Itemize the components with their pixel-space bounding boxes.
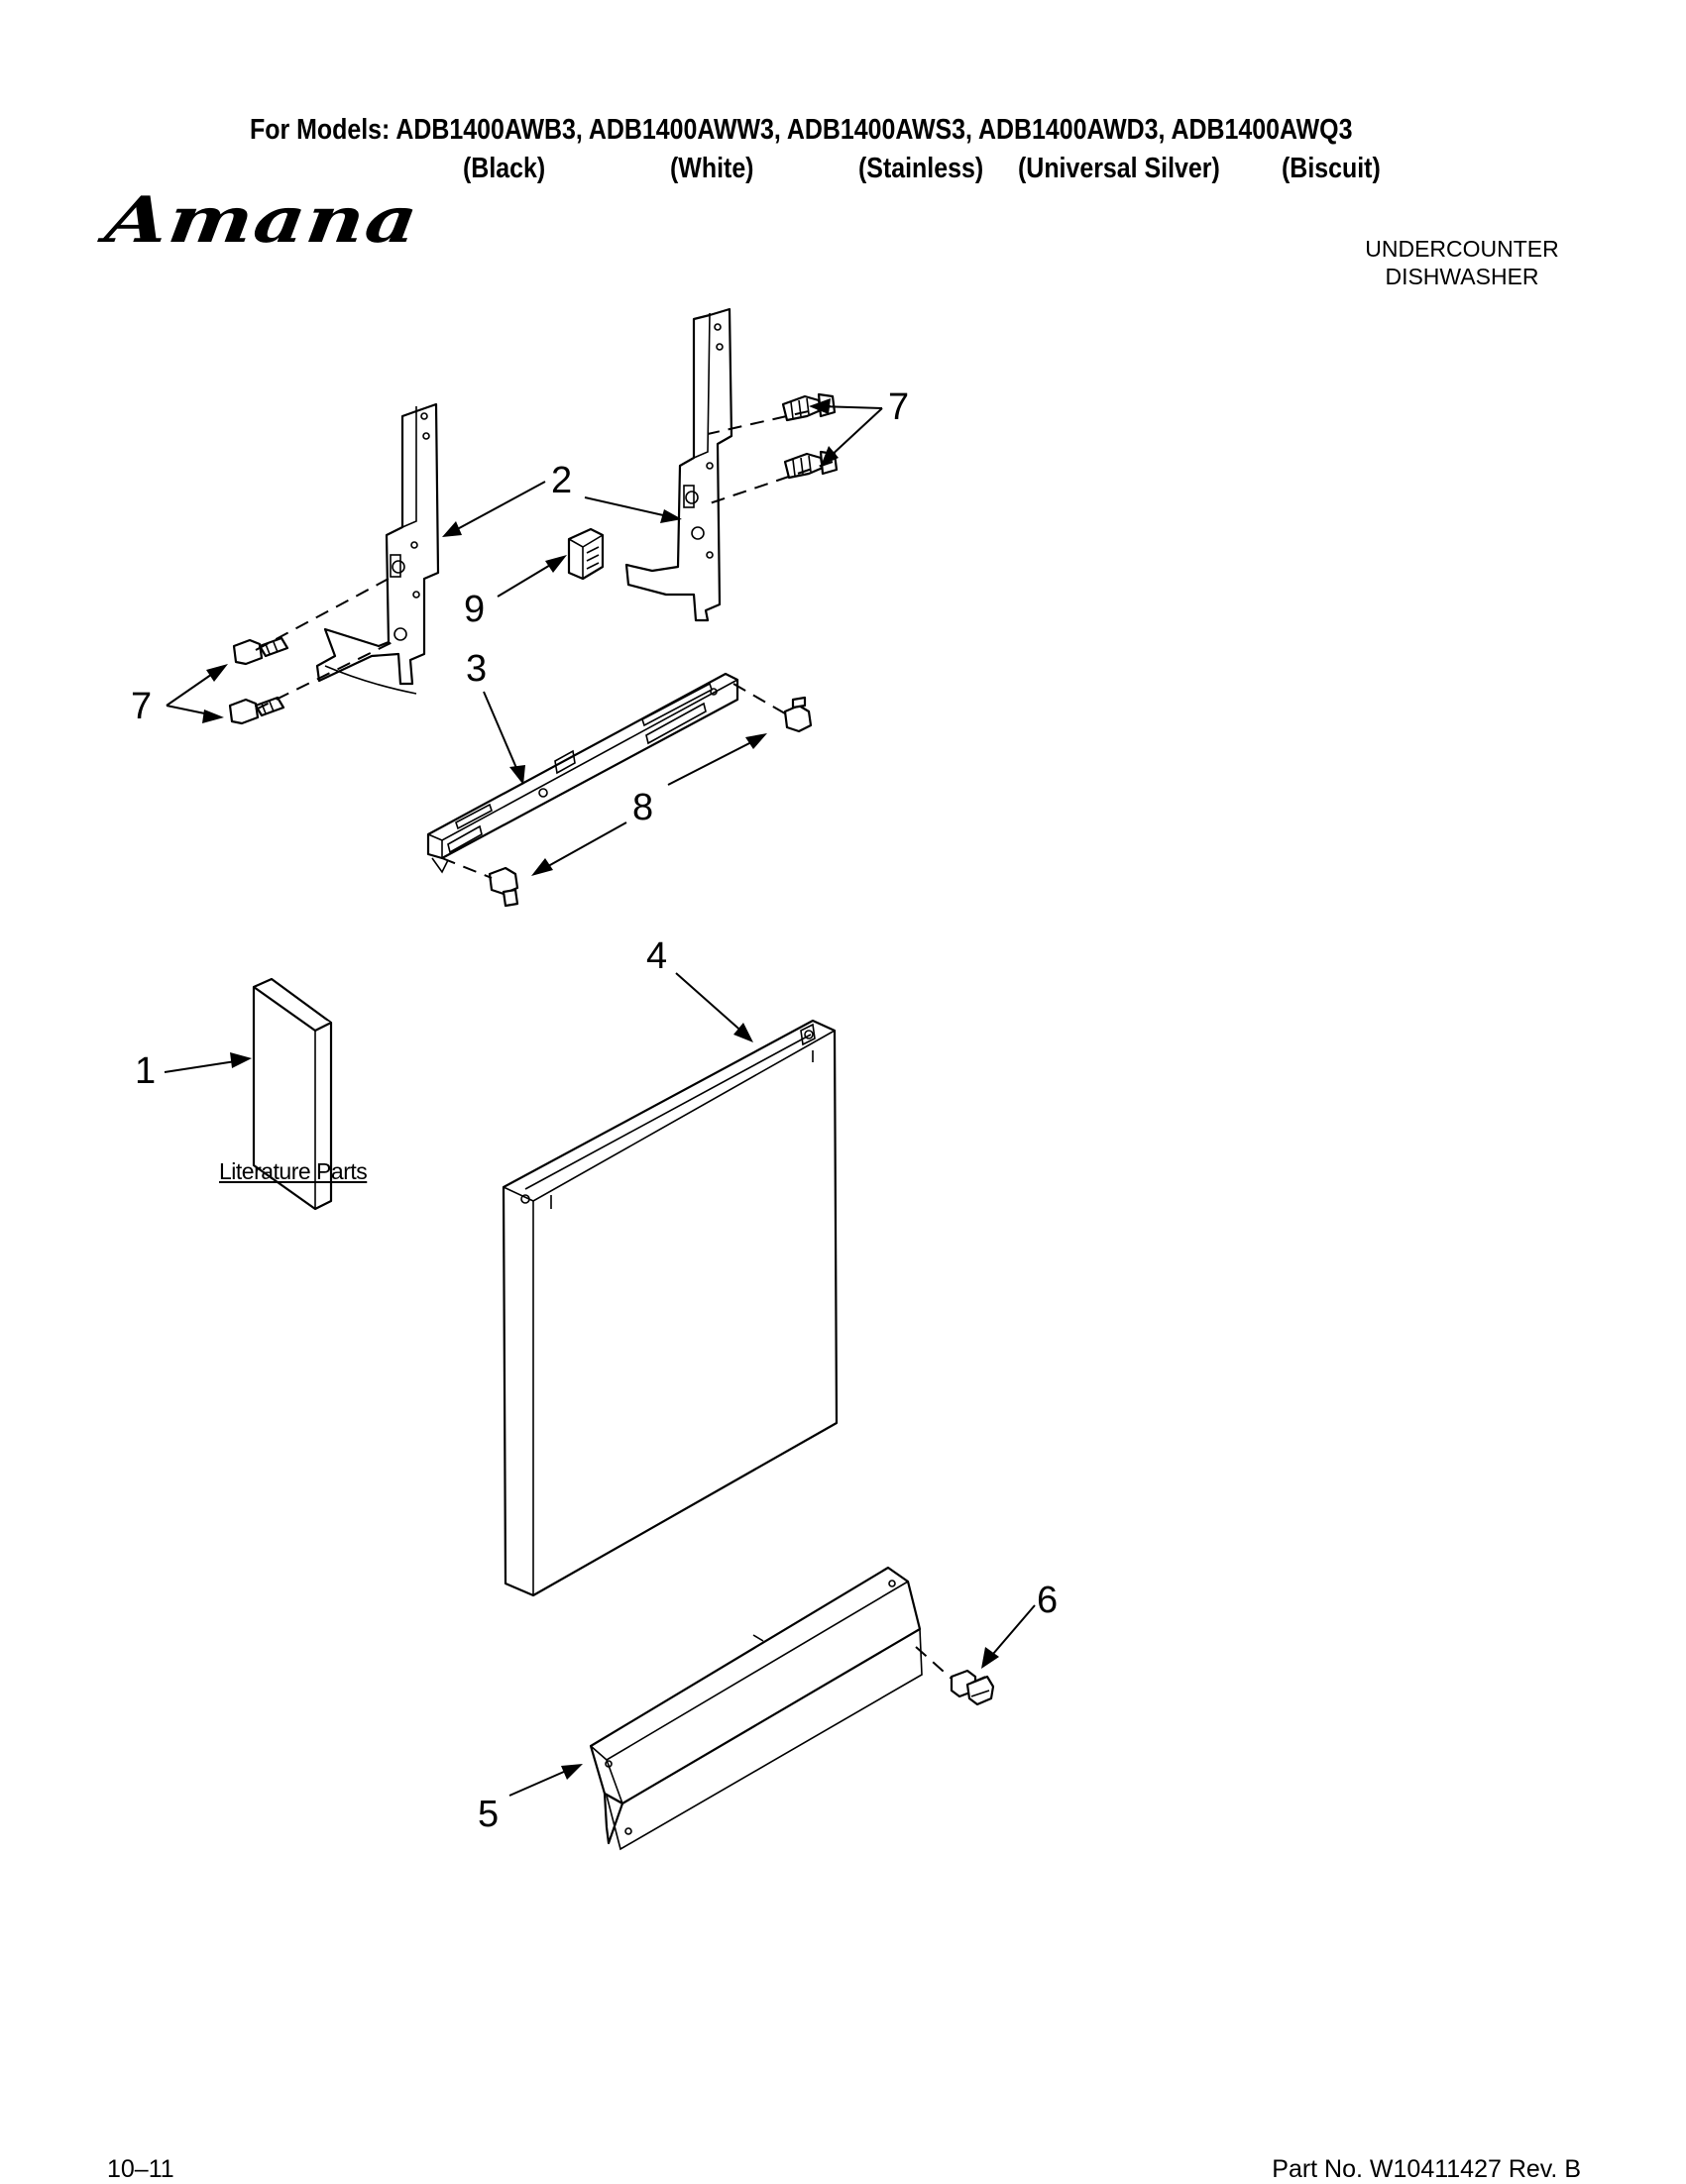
- door-panel-4: [502, 1019, 839, 1597]
- part-number: Part No. W10411427 Rev. B: [1272, 2155, 1581, 2183]
- callout-1: 1: [135, 1050, 157, 1092]
- callout-9: 9: [464, 589, 486, 630]
- toe-panel-5: [589, 1566, 923, 1851]
- callout-6: 6: [1037, 1580, 1059, 1621]
- color-black: (Black): [463, 153, 546, 184]
- product-type: UNDERCOUNTER DISHWASHER: [1343, 235, 1581, 290]
- color-universal-silver: (Universal Silver): [1018, 153, 1220, 184]
- bumper-9: [567, 527, 605, 581]
- date-code: 10–11: [107, 2155, 174, 2183]
- screw-6: [950, 1669, 995, 1706]
- color-white: (White): [670, 153, 754, 184]
- product-line-1: UNDERCOUNTER: [1365, 236, 1559, 262]
- callout-8: 8: [632, 787, 654, 828]
- callout-3: 3: [466, 648, 488, 690]
- product-line-2: DISHWASHER: [1385, 264, 1539, 289]
- left-hinge-bracket: [315, 402, 440, 695]
- color-stainless: (Stainless): [858, 153, 984, 184]
- bracket-rail-3: [426, 672, 739, 874]
- callout-2: 2: [551, 460, 573, 501]
- callout-7-left: 7: [131, 686, 153, 727]
- screw-8-right: [783, 696, 813, 733]
- screw-7-left-top: [232, 636, 289, 666]
- callout-7-right: 7: [888, 386, 910, 428]
- literature-parts-label: Literature Parts: [219, 1158, 368, 1184]
- color-biscuit: (Biscuit): [1282, 153, 1381, 184]
- literature-booklet: [252, 977, 333, 1211]
- screw-8-left: [488, 866, 519, 908]
- leader-lines: [164, 398, 1036, 1797]
- screw-7-left-bottom: [228, 696, 285, 725]
- callout-4: 4: [646, 935, 668, 977]
- assembly-lines: [255, 405, 953, 1680]
- callout-5: 5: [478, 1794, 500, 1835]
- models-line: For Models: ADB1400AWB3, ADB1400AWW3, AD…: [250, 114, 1353, 146]
- right-hinge-bracket: [624, 307, 733, 622]
